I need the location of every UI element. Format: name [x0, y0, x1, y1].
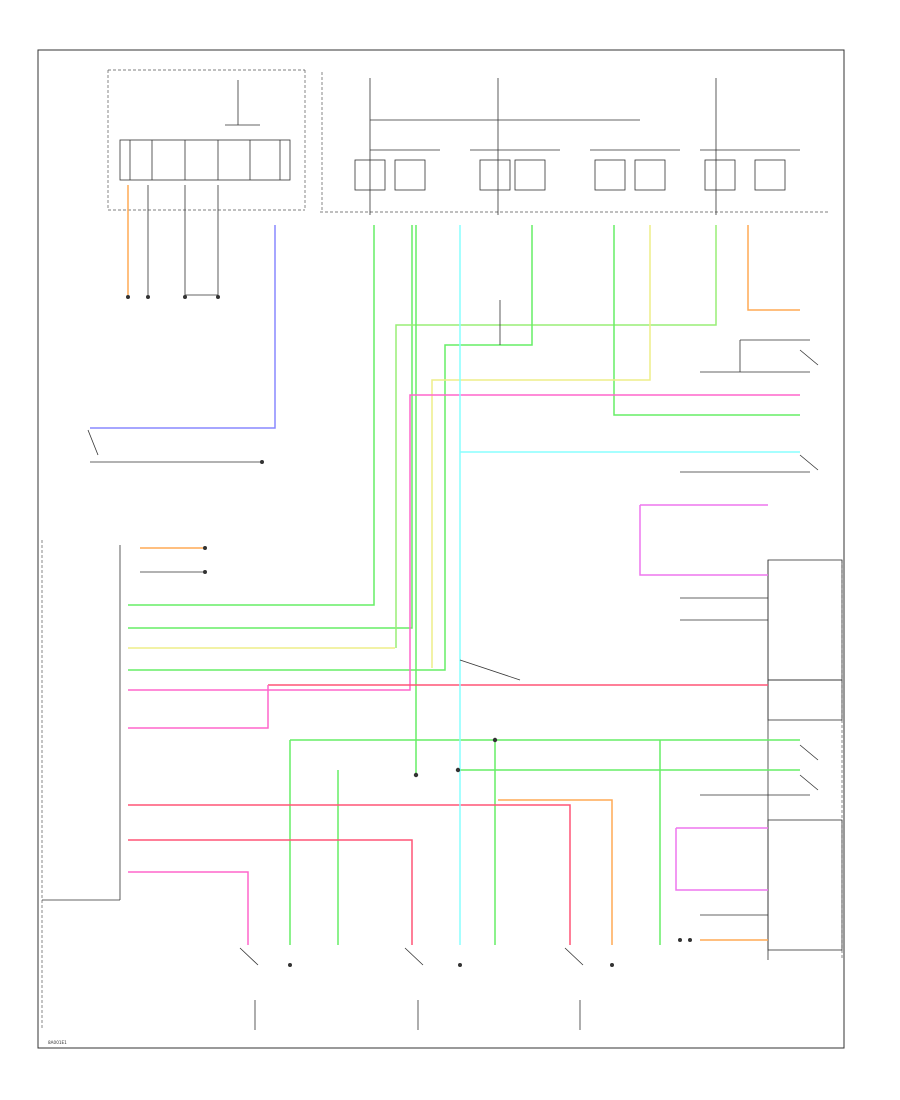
switch-icon — [564, 947, 584, 966]
switch-icon — [799, 774, 819, 791]
switch-icon — [239, 947, 259, 966]
switch-icon — [404, 947, 424, 966]
diagram-code: 8A001E1 — [48, 1040, 67, 1045]
fuse-block-module — [119, 80, 291, 181]
switch-icon — [799, 454, 819, 471]
connector-dots — [126, 295, 692, 967]
switch-icon — [799, 349, 819, 366]
wires — [90, 185, 800, 945]
switch-symbols — [87, 349, 819, 966]
module-boundaries — [41, 69, 843, 1030]
switch-icon — [799, 744, 819, 761]
instrument-cluster-module — [42, 545, 121, 901]
relay-block-module — [354, 78, 800, 215]
diagram-frame — [37, 49, 845, 1049]
signal-lines — [90, 185, 810, 1030]
switch-icon — [87, 429, 99, 456]
right-modules — [767, 559, 843, 960]
